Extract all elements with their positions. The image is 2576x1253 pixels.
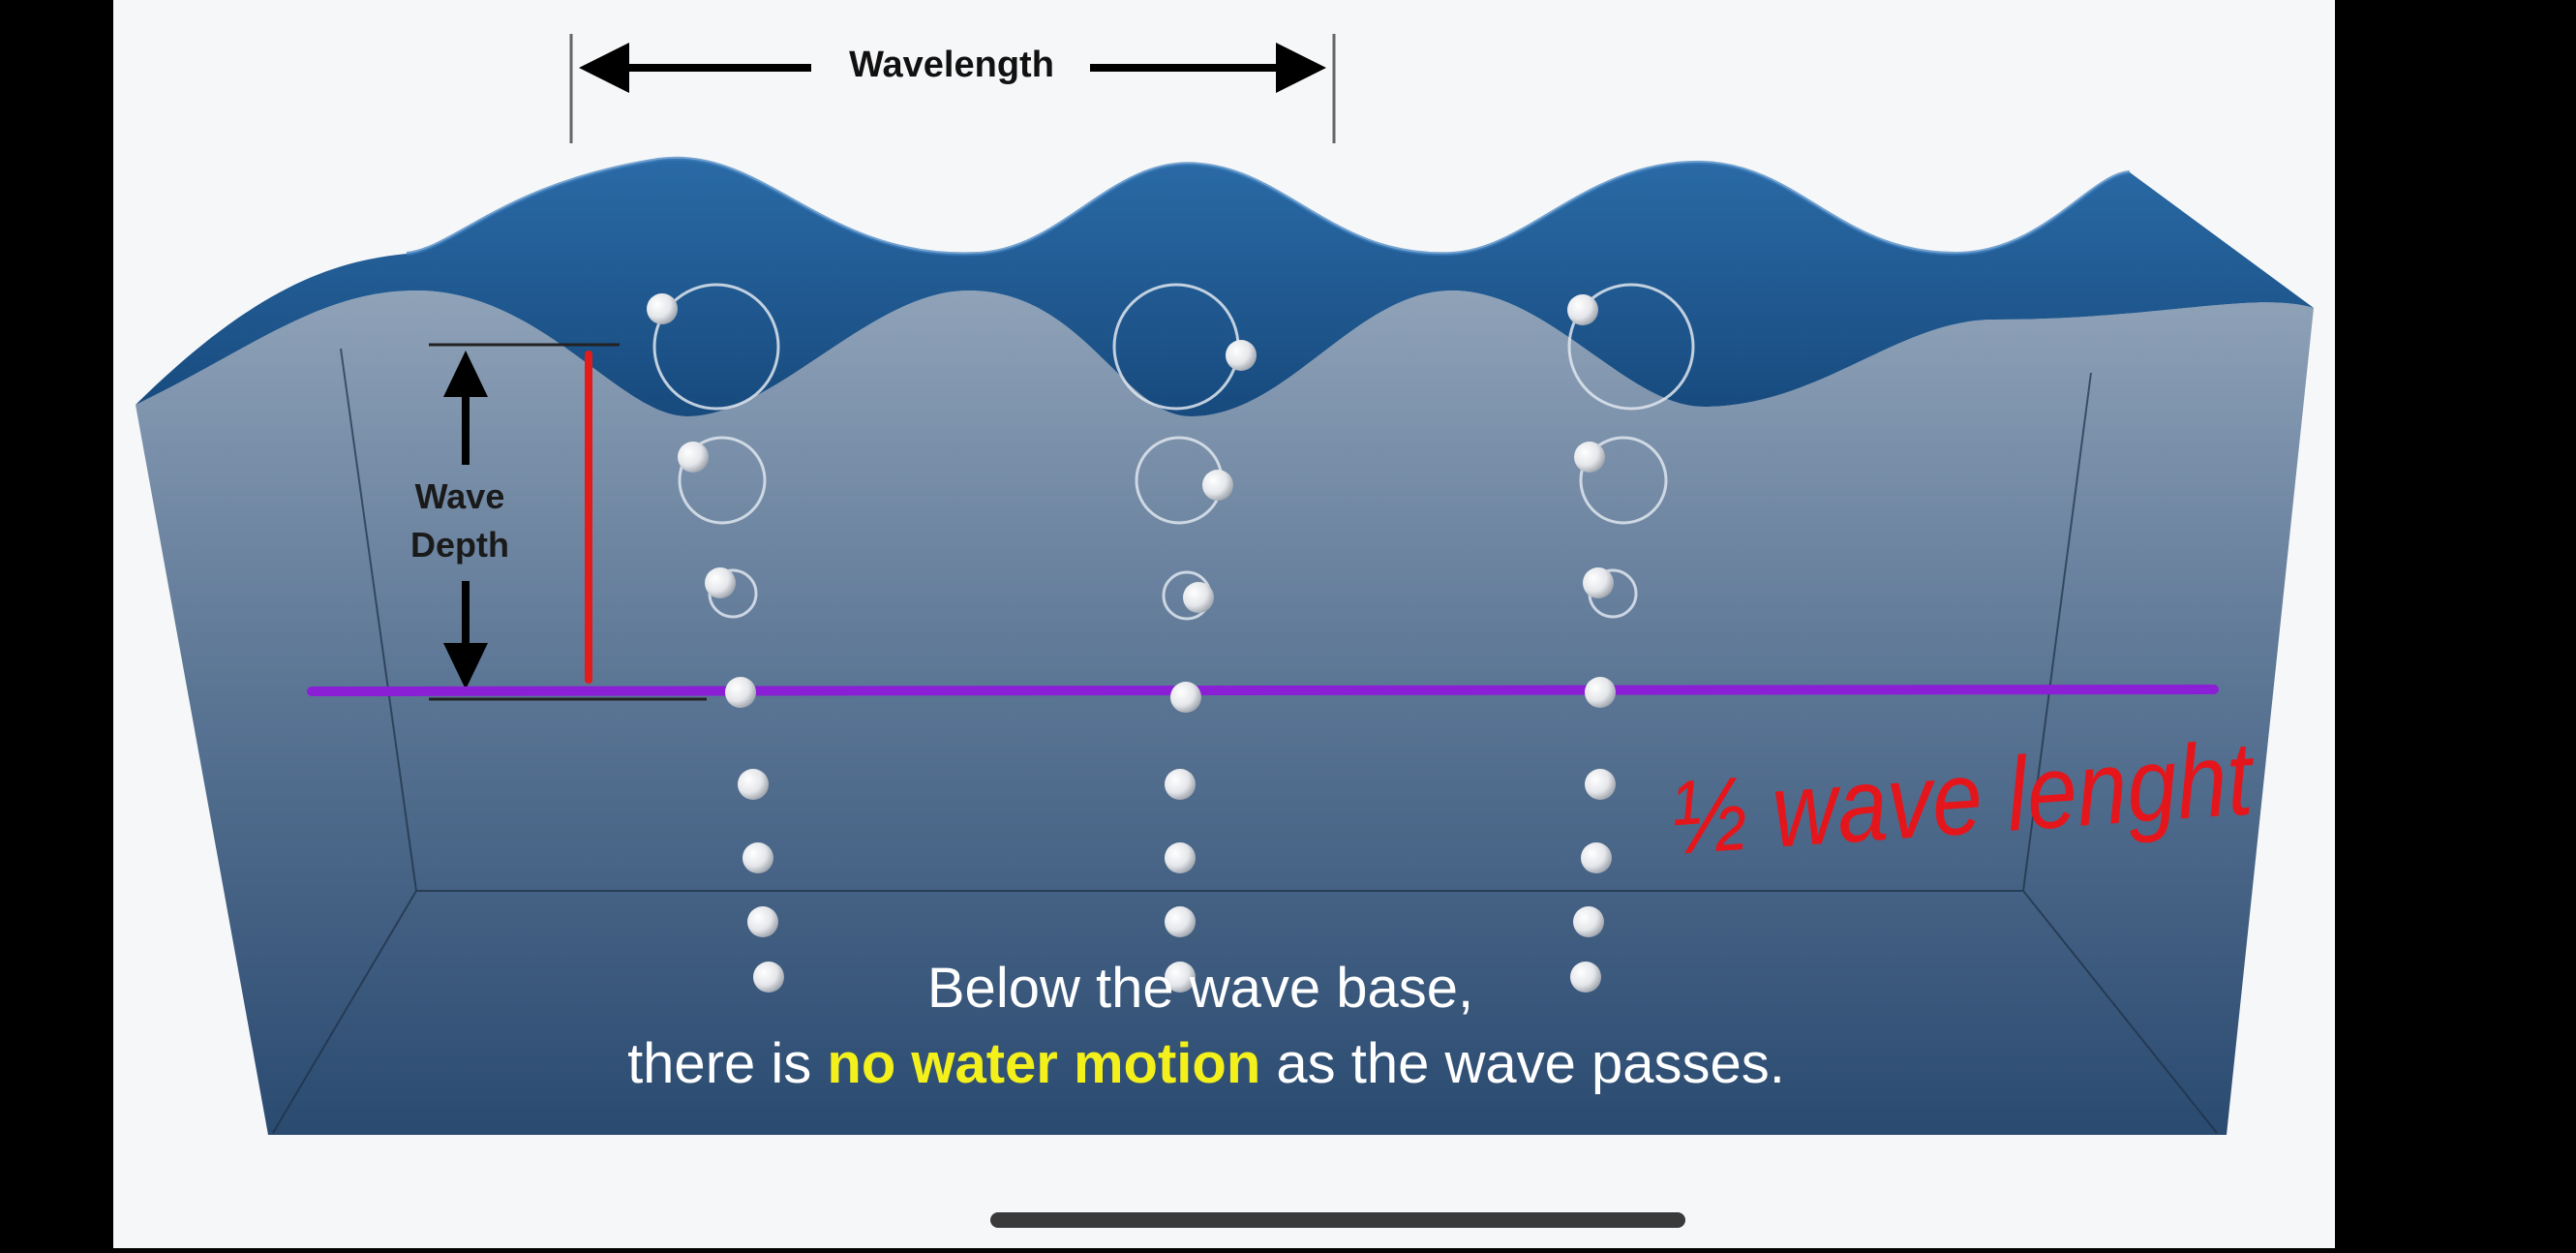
sphere-icon: [1165, 906, 1196, 937]
letterbox-right: [2335, 0, 2576, 1248]
double-horizontal-arrow-icon: [579, 43, 1326, 93]
sphere-icon: [1165, 842, 1196, 873]
sphere-icon: [1183, 582, 1214, 613]
wave-base-line: [307, 685, 2219, 696]
home-indicator-bar[interactable]: [990, 1212, 1685, 1228]
water-particles: [647, 293, 1616, 993]
double-vertical-arrow-icon: [443, 351, 488, 689]
sphere-icon: [705, 567, 736, 598]
sphere-icon: [1583, 567, 1614, 598]
sphere-icon: [1226, 340, 1257, 371]
sphere-icon: [1570, 962, 1601, 993]
sphere-icon: [1165, 769, 1196, 800]
caption-highlight: no water motion: [827, 1032, 1260, 1095]
sphere-icon: [678, 442, 709, 473]
caption-line-2-prefix: there is: [627, 1032, 827, 1095]
sphere-icon: [1165, 962, 1196, 993]
wavelength-indicator: Wavelength: [569, 34, 1336, 143]
sphere-icon: [1585, 769, 1616, 800]
water-body-front: [136, 290, 2314, 1135]
caption-line-2: there is no water motion as the wave pas…: [627, 1032, 1785, 1095]
caption: Below the wave base, there is no water m…: [627, 957, 1785, 1095]
caption-line-1: Below the wave base,: [927, 957, 1473, 1020]
sphere-icon: [1574, 442, 1605, 473]
sphere-icon: [1573, 906, 1604, 937]
sphere-icon: [1170, 682, 1201, 713]
sphere-icon: [1567, 294, 1598, 325]
sphere-icon: [742, 842, 773, 873]
box-edges: [272, 348, 2218, 1134]
wave-base-diagram: Wavelength: [136, 34, 2314, 1135]
sphere-icon: [747, 906, 778, 937]
sphere-icon: [647, 293, 678, 324]
wave-depth-indicator: Wave Depth: [410, 343, 707, 701]
diagram-frame: Wavelength: [113, 0, 2335, 1248]
orbit-paths: [652, 283, 1695, 621]
letterbox-left: [0, 0, 113, 1248]
wave-depth-label-line2: Depth: [410, 525, 509, 565]
sphere-icon: [753, 962, 784, 993]
sphere-icon: [725, 677, 756, 708]
sphere-icon: [738, 769, 769, 800]
wave-depth-label-line1: Wave: [415, 476, 505, 516]
wavelength-label: Wavelength: [849, 45, 1054, 85]
wave-crest-highlight: [406, 156, 2131, 257]
sphere-icon: [1202, 470, 1233, 501]
sphere-icon: [1581, 842, 1612, 873]
sphere-icon: [1585, 677, 1616, 708]
caption-line-2-suffix: as the wave passes.: [1260, 1032, 1785, 1095]
wave-surface: [136, 158, 2314, 416]
